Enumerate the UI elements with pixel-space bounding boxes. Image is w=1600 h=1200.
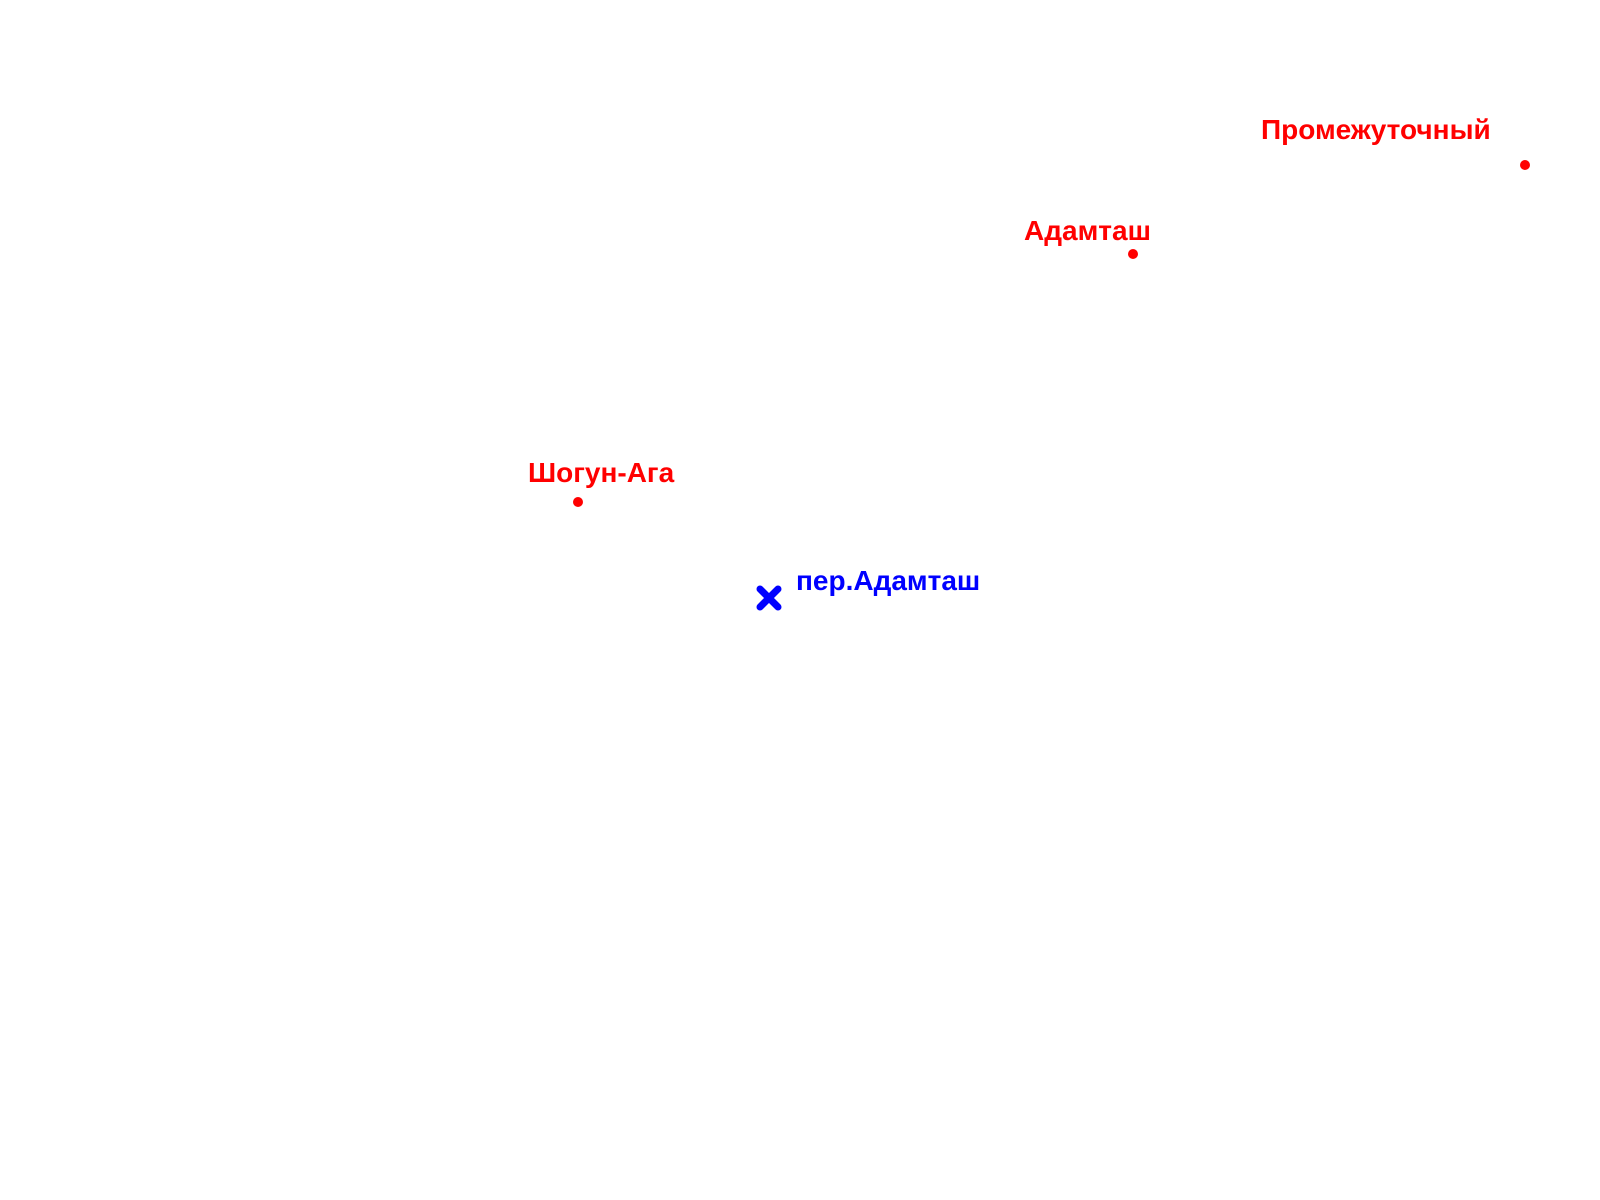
cross-icon [756,585,782,611]
place-label-adamtash: Адамташ [1024,215,1151,246]
place-marker-shogun-aga [573,497,583,507]
place-label-shogun-aga: Шогун-Ага [528,457,675,488]
pass-label-adamtash: пер.Адамташ [796,565,981,596]
place-marker-adamtash [1128,249,1138,259]
place-label-promezhutochny: Промежуточный [1261,114,1491,145]
place-marker-promezhutochny [1520,160,1530,170]
